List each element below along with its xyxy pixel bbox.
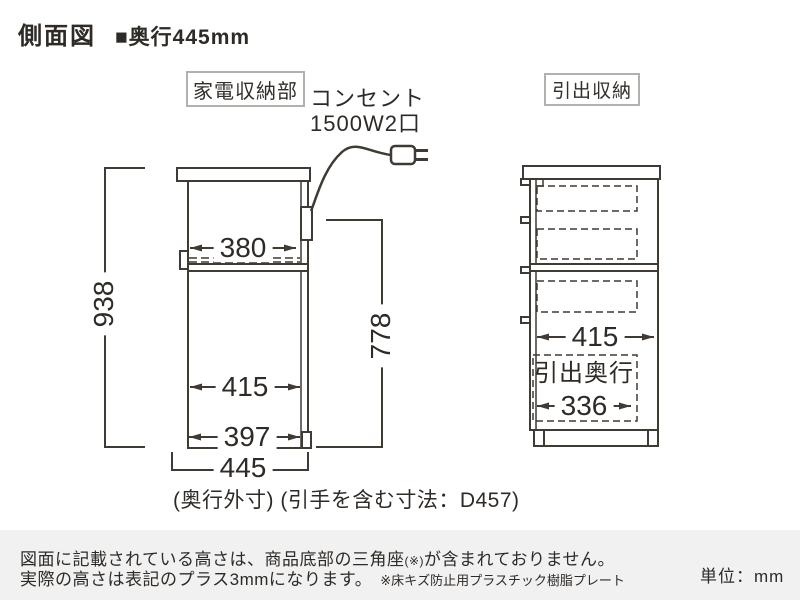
page-title: 側面図 [18,23,96,50]
outlet-label: コンセント 1500W2口 [310,86,425,136]
dim-415-left: 415 [215,373,275,401]
drawer-depth-label: 引出奥行 [534,360,634,387]
drawer-handle-2 [520,216,531,224]
dim-445: 445 [213,454,273,482]
left-divider-board [187,263,309,272]
outlet-box [300,206,313,241]
appliance-section-label: 家電収納部 [186,71,305,107]
footer-note-line2: 実際の高さは表記のプラス3mmになります。 ※床キズ防止用プラスチック樹脂プレート [20,565,625,590]
right-divider-board [529,263,659,272]
slide-shelf-handle [179,250,189,270]
dim-778: 778 [365,304,396,368]
left-foot [301,431,312,449]
outlet-label-line2: 1500W2口 [310,111,421,136]
dim-415-right: 415 [565,323,625,351]
left-top-slab [176,167,311,182]
note1-ref-mark: (※) [404,554,425,568]
dim-336: 336 [554,392,614,420]
drawer-section-label: 引出収納 [544,73,640,106]
left-cabinet-body [187,180,309,449]
page-subtitle: ■奥行445mm [115,26,251,49]
right-cabinet-drawing [520,165,661,447]
depth-caption: (奥行外寸) (引手を含む寸法：D457) [173,489,520,512]
footer-band [0,530,800,600]
top-notch [536,179,544,187]
power-plug [389,144,428,166]
unit-label: 単位：mm [700,567,785,586]
right-foot-left [533,429,545,447]
note2-ref-note: ※床キズ防止用プラスチック樹脂プレート [380,573,625,588]
dim-938: 938 [88,272,119,336]
drawer-handle-1 [520,178,531,186]
right-top-slab [522,165,661,180]
footer-note-line1: 図面に記載されている高さは、商品底部の三角座(※)が含まれておりません。 [20,545,615,570]
drawer-outlines [532,185,638,422]
dim-380: 380 [213,234,273,262]
dim-397: 397 [217,423,277,451]
note2-text: 実際の高さは表記のプラス3mmになります。 [20,570,373,589]
outlet-label-line1: コンセント [310,86,426,111]
drawer-handle-3 [520,266,531,274]
note1-text: 図面に記載されている高さは、商品底部の三角座 [20,550,405,569]
right-foot-right [647,429,659,447]
drawer-handle-4 [520,316,531,324]
note1-text-end: が含まれておりません。 [424,550,616,569]
power-cord [309,145,392,212]
